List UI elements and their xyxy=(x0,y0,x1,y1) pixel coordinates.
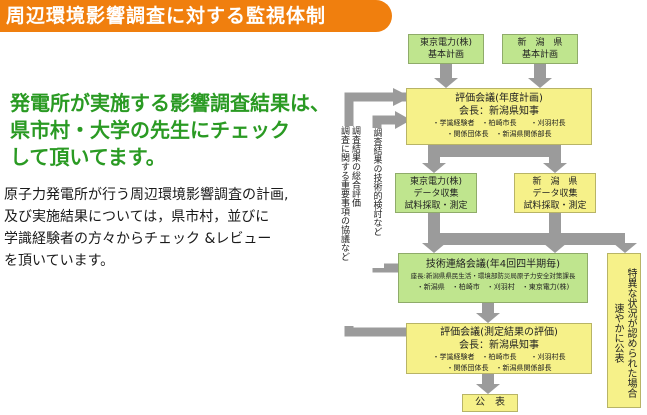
description-line: を頂いています。 xyxy=(4,253,115,269)
box-line: 基本計画 xyxy=(521,50,558,60)
title-banner: 周辺環境影響調査に対する監視体制 xyxy=(0,0,392,32)
tepco-plan-box: 東京電力(株) 基本計画 xyxy=(408,34,484,64)
tepco-data-box: 東京電力(株) データ収集 試料採取・測定 xyxy=(395,173,477,213)
box-title: 評価会議(測定結果の評価) xyxy=(440,327,558,338)
box-line: 基本計画 xyxy=(427,50,464,60)
special-report-box: 特異な状況が認められた場合 速やかに公表 xyxy=(607,253,641,408)
box-line: 新 潟 県 xyxy=(517,38,563,48)
box-line: 東京電力(株) xyxy=(409,177,463,187)
feedback-label-technical: 調査結果の技術的検討など xyxy=(368,128,384,268)
headline-line: して頂いてます。 xyxy=(10,145,166,169)
feedback-label-overall: 調査結果の総合評価 調査に関する重要事項の協議など xyxy=(339,126,360,326)
box-members: ・学識経験者 ・柏崎市長 ・刈羽村長 xyxy=(432,353,566,361)
pref-data-box: 新 潟 県 データ収集 試料採取・測定 xyxy=(514,173,596,213)
arrowhead xyxy=(393,88,411,106)
box-title: 技術連絡会議(年4回四半期毎) xyxy=(425,259,561,270)
box-chair: 会長：新潟県知事 xyxy=(459,106,539,117)
box-line: 新 潟 県 xyxy=(532,177,578,187)
box-members: ・関係団体長 ・新潟県関係部長 xyxy=(446,130,552,138)
box-members: ・学識経験者 ・柏崎市長 ・刈羽村長 xyxy=(432,119,566,127)
box-line: 東京電力(株) xyxy=(419,38,473,48)
box-members: ・関係団体長 ・新潟県関係部長 xyxy=(446,364,552,372)
eval-meeting-result-box: 評価会議(測定結果の評価) 会長：新潟県知事 ・学識経験者 ・柏崎市長 ・刈羽村… xyxy=(406,323,592,374)
box-line: ・新潟県 ・柏崎市 ・刈羽村 ・東京電力(株) xyxy=(416,283,570,291)
description: 原子力発電所が行う周辺環境影響調査の計画, 及び実施結果については，県市村，並び… xyxy=(4,184,340,272)
feedback-text: 調査結果の技術的検討など xyxy=(371,128,382,236)
eval-meeting-annual-box: 評価会議(年度計画) 会長：新潟県知事 ・学識経験者 ・柏崎市長 ・刈羽村長 ・… xyxy=(406,88,592,145)
feedback-text: 調査に関する重要事項の協議など xyxy=(339,126,349,261)
box-line: 試料採取・測定 xyxy=(523,201,587,211)
headline: 発電所が実施する影響調査結果は、 県市村・大学の先生にチェック して頂いてます。 xyxy=(10,90,330,171)
description-line: 及び実施結果については，県市村，並びに xyxy=(4,209,270,225)
box-line: 速やかに公表 xyxy=(612,302,623,363)
headline-line: 県市村・大学の先生にチェック xyxy=(10,118,290,142)
box-line: データ収集 xyxy=(532,189,578,199)
box-line: 公 表 xyxy=(475,397,505,408)
box-line: 特異な状況が認められた場合 xyxy=(625,267,636,398)
box-line: 試料採取・測定 xyxy=(404,201,468,211)
box-line: データ収集 xyxy=(413,189,459,199)
arrowhead xyxy=(395,111,411,129)
box-chair: 会長：新潟県知事 xyxy=(459,340,539,351)
page-title: 周辺環境影響調査に対する監視体制 xyxy=(6,5,327,27)
box-line: 座長:新潟県県民生活・環境部防災局原子力安全対策課長 xyxy=(410,272,576,280)
box-title: 評価会議(年度計画) xyxy=(455,93,543,104)
tech-meeting-box: 技術連絡会議(年4回四半期毎) 座長:新潟県県民生活・環境部防災局原子力安全対策… xyxy=(398,253,588,303)
headline-line: 発電所が実施する影響調査結果は、 xyxy=(10,91,330,115)
pref-plan-box: 新 潟 県 基本計画 xyxy=(502,34,578,64)
feedback-text: 調査結果の総合評価 xyxy=(350,126,360,207)
publish-box: 公 表 xyxy=(462,394,518,412)
description-line: 学識経験者の方々からチェック &レビュー xyxy=(4,231,272,247)
description-line: 原子力発電所が行う周辺環境影響調査の計画, xyxy=(4,187,289,203)
